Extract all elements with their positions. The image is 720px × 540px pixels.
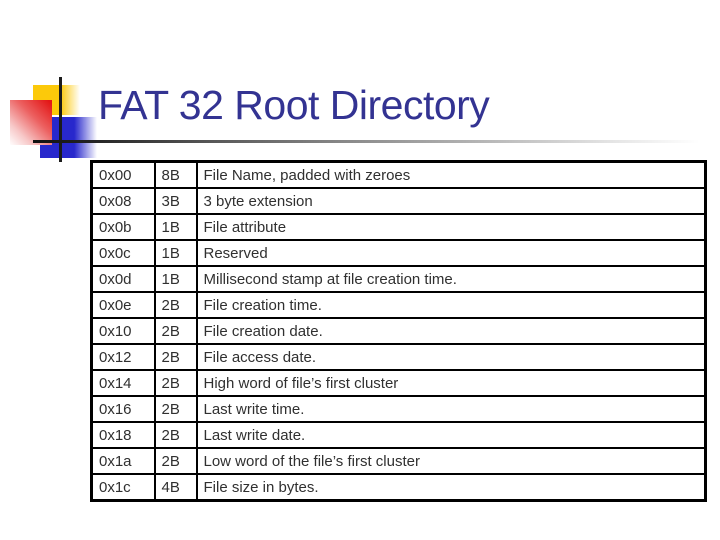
slide-title: FAT 32 Root Directory (98, 82, 490, 128)
size-cell: 2B (153, 369, 198, 397)
size-cell: 2B (153, 291, 198, 319)
description-cell: High word of file’s first cluster (195, 369, 707, 397)
offset-cell: 0x0c (90, 239, 156, 267)
size-cell: 1B (153, 239, 198, 267)
description-cell: Reserved (195, 239, 707, 267)
description-cell: File creation date. (195, 317, 707, 345)
size-cell: 8B (153, 160, 198, 189)
size-cell: 3B (153, 187, 198, 215)
offset-cell: 0x1a (90, 447, 156, 475)
offset-cell: 0x16 (90, 395, 156, 423)
size-cell: 1B (153, 265, 198, 293)
description-cell: 3 byte extension (195, 187, 707, 215)
size-cell: 4B (153, 473, 198, 502)
offset-cell: 0x00 (90, 160, 156, 189)
size-cell: 2B (153, 421, 198, 449)
description-cell: File access date. (195, 343, 707, 371)
offset-cell: 0x14 (90, 369, 156, 397)
title-underline-gradient-line (33, 140, 720, 143)
offset-cell: 0x0d (90, 265, 156, 293)
offset-cell: 0x08 (90, 187, 156, 215)
offset-cell: 0x0e (90, 291, 156, 319)
size-cell: 2B (153, 317, 198, 345)
description-cell: Last write time. (195, 395, 707, 423)
description-cell: File Name, padded with zeroes (195, 160, 707, 189)
size-cell: 2B (153, 447, 198, 475)
offset-cell: 0x0b (90, 213, 156, 241)
offset-cell: 0x18 (90, 421, 156, 449)
crosshair-vertical-line (59, 77, 62, 162)
description-cell: File attribute (195, 213, 707, 241)
offset-cell: 0x1c (90, 473, 156, 502)
description-cell: Millisecond stamp at file creation time. (195, 265, 707, 293)
size-cell: 1B (153, 213, 198, 241)
size-cell: 2B (153, 395, 198, 423)
description-cell: Low word of the file’s first cluster (195, 447, 707, 475)
description-cell: File creation time. (195, 291, 707, 319)
description-cell: Last write date. (195, 421, 707, 449)
accent-red-square (10, 100, 52, 145)
offset-cell: 0x10 (90, 317, 156, 345)
offset-cell: 0x12 (90, 343, 156, 371)
description-cell: File size in bytes. (195, 473, 707, 502)
size-cell: 2B (153, 343, 198, 371)
